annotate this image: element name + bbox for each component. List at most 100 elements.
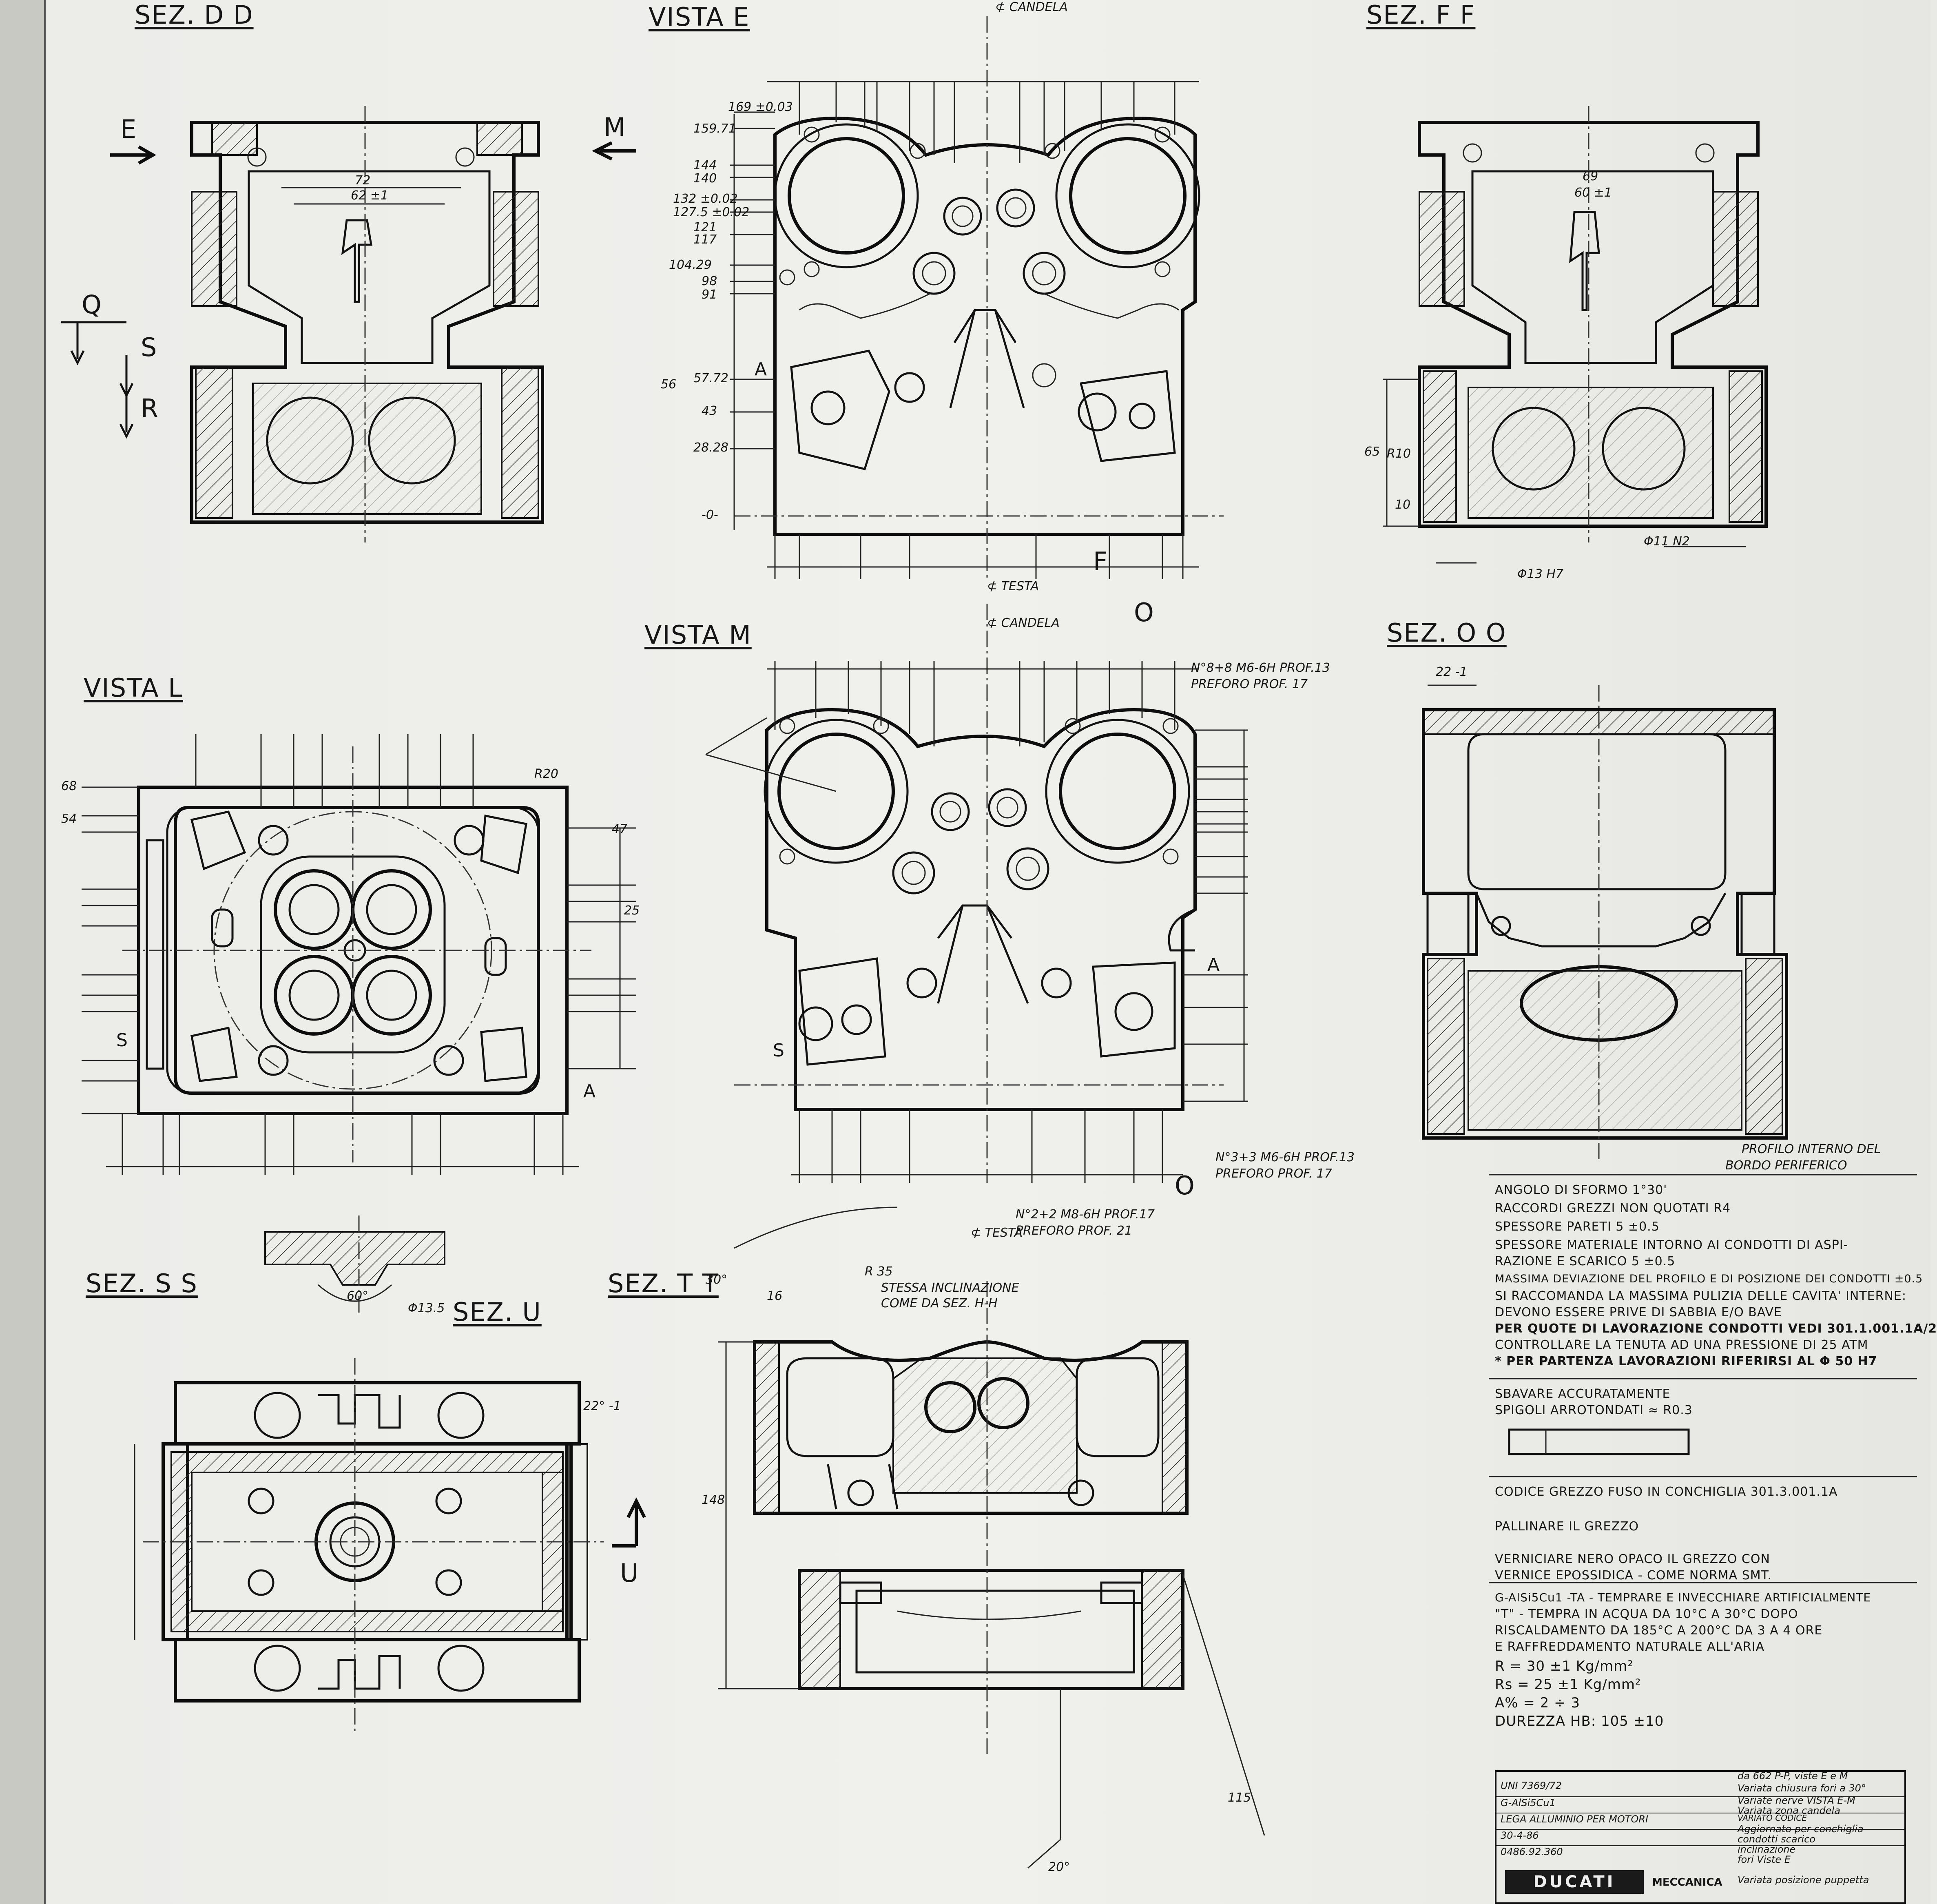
dim-60deg: 60°	[347, 1289, 369, 1303]
dim-54: 54	[61, 812, 77, 826]
dim-169: 169 ±0.03	[728, 100, 793, 114]
note-7: DEVONO ESSERE PRIVE DI SABBIA E/O BAVE	[1495, 1305, 1782, 1320]
marker-f: F	[1093, 547, 1108, 576]
section-ss	[134, 1358, 646, 1734]
section-u-profile	[264, 1215, 445, 1313]
dim-117: 117	[693, 232, 717, 247]
dim-104: 104.29	[669, 258, 712, 272]
title-vista-m: VISTA M	[644, 620, 752, 650]
dim-98: 98	[702, 274, 717, 288]
section-ff	[1383, 106, 1768, 564]
note-14: PALLINARE IL GREZZO	[1495, 1519, 1639, 1534]
dim-121: 121	[693, 220, 717, 235]
note-6: SI RACCOMANDA LA MASSIMA PULIZIA DELLE C…	[1495, 1289, 1906, 1303]
tb-material-code: G-AlSi5Cu1	[1496, 1796, 1904, 1809]
note-12: SPIGOLI ARROTONDATI ≈ R0.3	[1495, 1403, 1693, 1417]
dim-25: 25	[624, 903, 640, 918]
label-testa-m: ⊄ TESTA	[971, 1226, 1023, 1240]
label-stessa: STESSA INCLINAZIONE	[881, 1281, 1019, 1295]
dim-65: 65	[1364, 445, 1380, 459]
dim-r35: R 35	[865, 1264, 893, 1279]
note-10: * PER PARTENZA LAVORAZIONI RIFERIRSI AL …	[1495, 1354, 1877, 1368]
title-sez-ff: SEZ. F F	[1366, 0, 1476, 30]
rev-8: fori Viste E	[1738, 1854, 1791, 1865]
marker-e: E	[120, 114, 137, 144]
dim-22b: 22° -1	[583, 1399, 621, 1413]
marker-o-top: O	[1134, 598, 1154, 627]
rev-0: da 662 P-P, viste E e M	[1738, 1770, 1848, 1782]
title-block: UNI 7369/72 G-AlSi5Cu1 LEGA ALLUMINIO PE…	[1495, 1770, 1906, 1904]
rev-6: condotti scarico	[1738, 1833, 1815, 1845]
dim-144: 144	[693, 158, 717, 173]
rev-2: Variate nerve VISTA E-M	[1738, 1795, 1855, 1806]
note-16: VERNICE EPOSSIDICA - COME NORMA SMT.	[1495, 1568, 1772, 1583]
label-thread-3: N°2+2 M8-6H PROF.17	[1016, 1207, 1155, 1222]
note-9: CONTROLLARE LA TENUTA AD UNA PRESSIONE D…	[1495, 1338, 1868, 1352]
marker-m: M	[604, 112, 626, 142]
binding-shadow	[0, 0, 45, 1904]
dim-159: 159.71	[693, 122, 736, 136]
dim-28: 28.28	[693, 441, 728, 455]
ducati-logo: DUCATI	[1505, 1870, 1644, 1894]
title-sez-tt: SEZ. T T	[608, 1269, 719, 1298]
label-thread-2: N°3+3 M6-6H PROF.13	[1215, 1150, 1355, 1165]
marker-s-view-m: S	[773, 1040, 784, 1061]
notes-frame	[1489, 1174, 1917, 1583]
dim-zero: -0-	[702, 508, 718, 522]
label-profilo: PROFILO INTERNO DEL	[1742, 1142, 1881, 1156]
section-oo	[1422, 684, 1788, 1162]
dim-132: 132 ±0.02	[673, 192, 738, 206]
dim-r10: R10	[1387, 447, 1411, 461]
note-20: E RAFFREDDAMENTO NATURALE ALL'ARIA	[1495, 1640, 1765, 1654]
label-predrill-1: PREFORO PROF. 17	[1191, 677, 1308, 691]
dim-140: 140	[693, 171, 717, 186]
dim-22: 22 -1	[1436, 665, 1468, 679]
tb-part: 0486.92.360	[1496, 1845, 1904, 1858]
note-19: RISCALDAMENTO DA 185°C A 200°C DA 3 A 4 …	[1495, 1623, 1823, 1638]
tb-date: 30-4-86	[1496, 1829, 1904, 1841]
note-3: SPESSORE MATERIALE INTORNO AI CONDOTTI D…	[1495, 1238, 1848, 1252]
rev-9: Variata posizione puppetta	[1738, 1874, 1869, 1886]
note-15: VERNICIARE NERO OPACO IL GREZZO CON	[1495, 1552, 1770, 1566]
marker-a-view-m: A	[1207, 954, 1220, 975]
revision-block: da 662 P-P, viste E e M Variata chiusura…	[1705, 1770, 1903, 1886]
marker-u: U	[620, 1558, 639, 1588]
note-5: MASSIMA DEVIAZIONE DEL PROFILO E DI POSI…	[1495, 1273, 1923, 1285]
view-l	[82, 734, 636, 1175]
label-testa-e: ⊄ TESTA	[987, 579, 1039, 593]
dim-56: 56	[661, 377, 677, 392]
title-sez-dd: SEZ. D D	[135, 0, 254, 30]
label-thread-1: N°8+8 M6-6H PROF.13	[1191, 661, 1330, 675]
dim-10: 10	[1395, 498, 1411, 512]
note-24: DUREZZA HB: 105 ±10	[1495, 1713, 1664, 1729]
dim-47: 47	[612, 822, 628, 836]
rev-4: VARIATO CODICE	[1738, 1813, 1807, 1823]
dim-11n2: Φ11 N2	[1644, 534, 1690, 549]
note-22: Rs = 25 ±1 Kg/mm²	[1495, 1676, 1641, 1693]
note-13: CODICE GREZZO FUSO IN CONCHIGLIA 301.3.0…	[1495, 1485, 1838, 1499]
dim-127: 127.5 ±0.02	[673, 205, 750, 219]
note-23: A% = 2 ÷ 3	[1495, 1695, 1581, 1711]
section-dd	[190, 106, 544, 542]
label-candela-m: ⊄ CANDELA	[987, 616, 1060, 630]
dim-20deg: 20°	[1048, 1860, 1070, 1874]
note-1: RACCORDI GREZZI NON QUOTATI R4	[1495, 1201, 1731, 1215]
logo-subtitle: MECCANICA	[1652, 1876, 1722, 1889]
note-21: R = 30 ±1 Kg/mm²	[1495, 1658, 1634, 1674]
marker-s: S	[141, 332, 157, 362]
label-predrill-2: PREFORO PROF. 17	[1215, 1167, 1332, 1181]
marker-a-view-l: A	[583, 1081, 596, 1102]
note-18: "T" - TEMPRA IN ACQUA DA 10°C A 30°C DOP…	[1495, 1607, 1798, 1621]
dim-91: 91	[702, 288, 717, 302]
marker-q: Q	[82, 290, 102, 319]
arrows-dd	[61, 141, 636, 439]
dim-43: 43	[702, 404, 717, 418]
rev-5: Aggiornato per conchiglia	[1738, 1823, 1864, 1835]
dim-62: 62 ±1	[351, 188, 388, 203]
title-sez-u: SEZ. U	[453, 1297, 542, 1327]
dim-115: 115	[1228, 1791, 1251, 1805]
marker-s-view-l: S	[116, 1030, 128, 1051]
dim-60: 60 ±1	[1574, 186, 1612, 200]
